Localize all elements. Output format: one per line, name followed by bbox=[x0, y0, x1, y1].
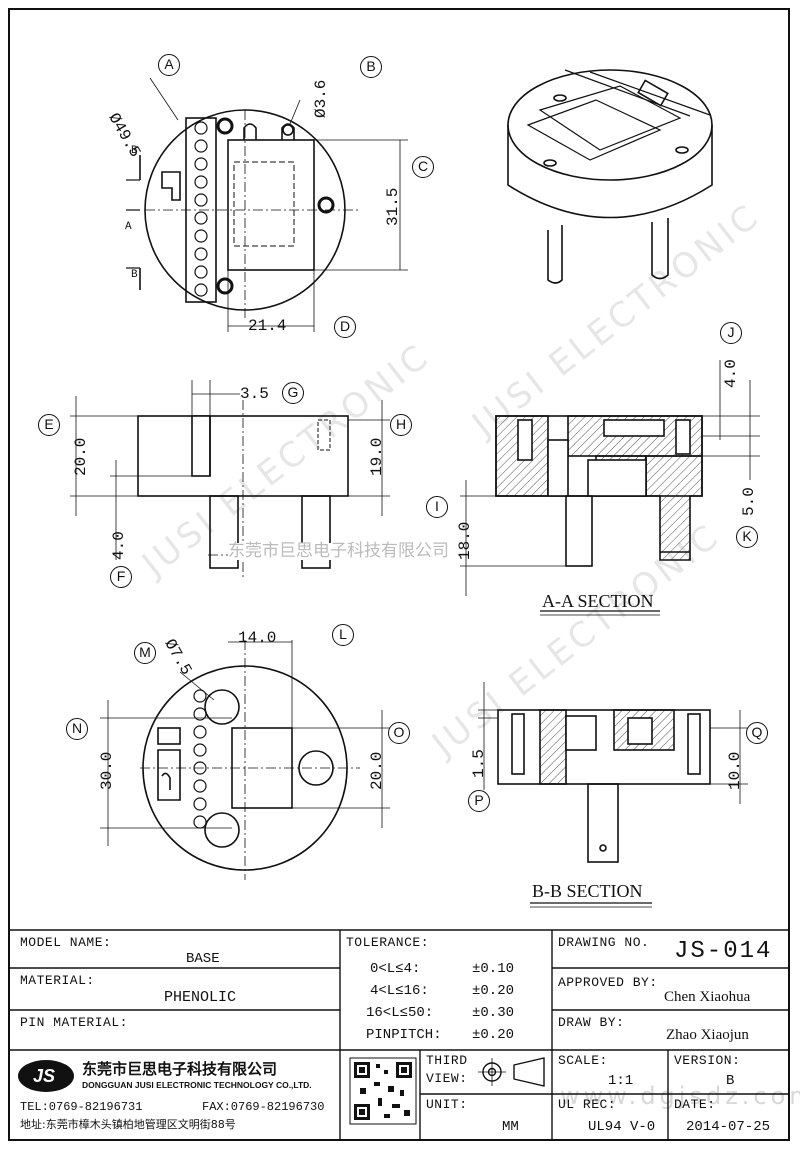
section-mark-b-top: B bbox=[131, 145, 138, 157]
date-label: DATE: bbox=[674, 1097, 716, 1112]
dim-dia-pin: Ø3.6 bbox=[312, 79, 330, 118]
approved-by-label: APPROVED BY: bbox=[558, 975, 658, 990]
section-mark-b-bottom: B bbox=[131, 269, 138, 281]
company-logo bbox=[18, 1060, 74, 1092]
company-tel: TEL:0769-82196731 bbox=[20, 1100, 143, 1114]
company-name-cn: 东莞市巨思电子科技有限公司 bbox=[82, 1060, 278, 1078]
callout-b: B bbox=[360, 56, 382, 78]
tolerance-range-2: 4<L≤16: bbox=[370, 983, 429, 999]
callout-q: Q bbox=[746, 722, 768, 744]
dim-h-height: 19.0 bbox=[368, 437, 386, 476]
material-value: PHENOLIC bbox=[164, 989, 237, 1006]
approved-by-value: Chen Xiaohua bbox=[664, 989, 751, 1005]
draw-by-value: Zhao Xiaojun bbox=[666, 1027, 749, 1043]
tolerance-value-4: ±0.20 bbox=[472, 1027, 515, 1043]
dim-i-height: 18.0 bbox=[456, 521, 474, 560]
company-address: 地址:东莞市樟木头镇柏地管理区文明街88号 bbox=[20, 1118, 236, 1131]
tolerance-value-2: ±0.20 bbox=[472, 983, 515, 999]
callout-a: A bbox=[158, 54, 180, 76]
logo-text: JS bbox=[33, 1066, 56, 1086]
callout-e: E bbox=[38, 414, 60, 436]
dim-j-height: 4.0 bbox=[722, 359, 740, 388]
bb-section-title: B-B SECTION bbox=[532, 881, 643, 901]
dim-n-height: 30.0 bbox=[98, 751, 116, 790]
tolerance-range-3: 16<L≤50: bbox=[366, 1005, 434, 1021]
dim-d-width: 21.4 bbox=[248, 317, 287, 335]
bb-section-view bbox=[478, 682, 748, 908]
scale-label: SCALE: bbox=[558, 1053, 608, 1068]
tolerance-range-1: 0<L≤4: bbox=[370, 961, 421, 977]
version-value: B bbox=[726, 1073, 735, 1089]
drawing-no-label: DRAWING NO. bbox=[558, 935, 650, 950]
title-block-grid bbox=[8, 929, 790, 1141]
callout-i: I bbox=[426, 496, 448, 518]
ul-rec-value: UL94 V-0 bbox=[588, 1119, 656, 1135]
dim-g-width: 3.5 bbox=[240, 385, 269, 403]
draw-by-label: DRAW BY: bbox=[558, 1015, 625, 1030]
dim-k-height: 5.0 bbox=[740, 487, 758, 516]
dim-q-height: 10.0 bbox=[726, 751, 744, 790]
company-name-en: DONGGUAN JUSI ELECTRONIC TECHNOLOGY CO.,… bbox=[82, 1080, 312, 1090]
dim-e-height: 20.0 bbox=[72, 437, 90, 476]
qr-code bbox=[354, 1062, 412, 1120]
ul-rec-label: UL REC: bbox=[558, 1097, 617, 1112]
watermark-company: 东莞市巨思电子科技有限公司 bbox=[228, 541, 449, 561]
callout-l: L bbox=[332, 624, 354, 646]
pin-material-label: PIN MATERIAL: bbox=[20, 1015, 128, 1030]
unit-label: UNIT: bbox=[426, 1097, 468, 1112]
date-value: 2014-07-25 bbox=[686, 1119, 771, 1135]
third-view-label-1: THIRD bbox=[426, 1053, 468, 1068]
dim-c-height: 31.5 bbox=[384, 187, 402, 226]
unit-value: MM bbox=[502, 1119, 519, 1135]
drawing-frame bbox=[8, 8, 790, 1141]
section-mark-a-left: A bbox=[125, 221, 132, 233]
callout-d: D bbox=[334, 316, 356, 338]
dim-p-height: 1.5 bbox=[470, 749, 488, 778]
front-view bbox=[70, 380, 390, 580]
dim-o-height: 20.0 bbox=[368, 751, 386, 790]
callout-m: M bbox=[134, 642, 156, 664]
callout-h: H bbox=[390, 414, 412, 436]
aa-section-title: A-A SECTION bbox=[542, 591, 654, 611]
callout-n: N bbox=[66, 718, 88, 740]
model-name-label: MODEL NAME: bbox=[20, 935, 112, 950]
dim-f-height: 4.0 bbox=[110, 531, 128, 560]
scale-value: 1:1 bbox=[608, 1073, 634, 1089]
material-label: MATERIAL: bbox=[20, 973, 95, 988]
tolerance-value-3: ±0.30 bbox=[472, 1005, 515, 1021]
isometric-view bbox=[507, 69, 713, 284]
callout-k: K bbox=[736, 526, 758, 548]
top-view bbox=[126, 77, 408, 332]
company-fax: FAX:0769-82196730 bbox=[202, 1100, 325, 1114]
callout-p: P bbox=[468, 790, 490, 812]
callout-g: G bbox=[282, 382, 304, 404]
third-view-label-2: VIEW: bbox=[426, 1071, 468, 1086]
watermark-site: www.dgjsdz.com bbox=[560, 1082, 800, 1110]
callout-f: F bbox=[110, 566, 132, 588]
callout-c: C bbox=[412, 156, 434, 178]
model-name-value: BASE bbox=[186, 951, 220, 967]
dim-l-width: 14.0 bbox=[238, 629, 277, 647]
drawing-no-value: JS-014 bbox=[674, 938, 773, 965]
callout-j: J bbox=[720, 322, 742, 344]
aa-section-view bbox=[460, 360, 760, 616]
tolerance-label: TOLERANCE: bbox=[346, 935, 430, 950]
callout-o: O bbox=[388, 722, 410, 744]
tolerance-value-1: ±0.10 bbox=[472, 961, 515, 977]
tolerance-range-4: PINPITCH: bbox=[366, 1027, 442, 1043]
bottom-view bbox=[100, 640, 390, 880]
version-label: VERSION: bbox=[674, 1053, 741, 1068]
